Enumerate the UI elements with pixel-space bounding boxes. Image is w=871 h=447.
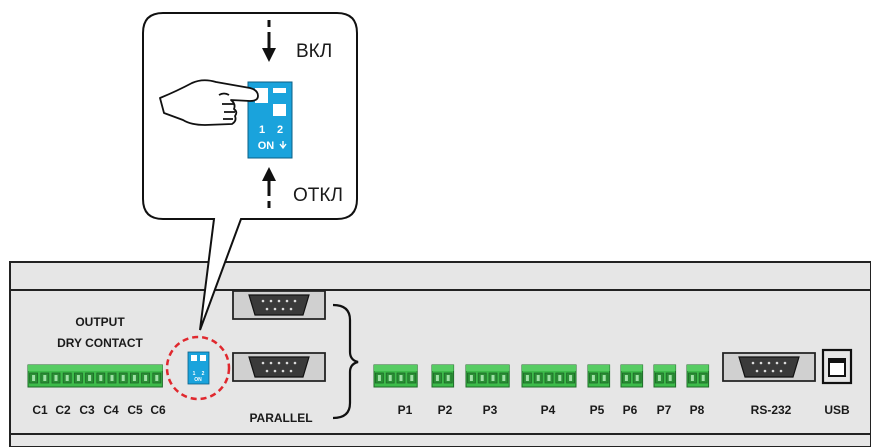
terminal-screw-slot — [32, 375, 36, 381]
port-terminal-2[interactable] — [431, 364, 455, 388]
port-labels: P1 P2 P3 P4 P5 P6 P7 P8 — [398, 403, 705, 417]
terminal-screw-slot — [54, 375, 58, 381]
terminal-screw-slot — [399, 375, 403, 381]
port-terminal-blocks — [373, 364, 710, 388]
terminal-screw-slot — [155, 375, 159, 381]
port-terminal-1[interactable] — [373, 364, 418, 388]
switch-number-2: 2 — [277, 124, 283, 136]
output-title: OUTPUT — [75, 315, 125, 329]
usb-b-port-icon[interactable] — [821, 348, 853, 385]
terminal-screw-slot — [536, 375, 540, 381]
hand-icon — [159, 79, 259, 126]
terminal-screw-slot — [469, 375, 473, 381]
terminal-screw-slot — [121, 375, 125, 381]
parallel-bracket — [332, 303, 359, 420]
terminal-screw-slot — [388, 375, 392, 381]
terminal-screw-slot — [65, 375, 69, 381]
dry-contact-title: DRY CONTACT — [57, 336, 143, 350]
panel-switch-number-2: 2 — [202, 371, 205, 377]
port-label-p1: P1 — [398, 403, 413, 417]
switch-on-text: ON — [258, 140, 275, 152]
terminal-screw-slot — [701, 375, 705, 381]
terminal-screw-slot — [76, 375, 80, 381]
terminal-screw-slot — [144, 375, 148, 381]
output-channel-labels: C1 C2 C3 C4 C5 C6 — [32, 403, 166, 417]
terminal-screw-slot — [602, 375, 606, 381]
on-label: ВКЛ — [296, 41, 332, 62]
rs232-connector-icon[interactable] — [722, 352, 816, 382]
terminal-screw-slot — [491, 375, 495, 381]
port-label-p6: P6 — [623, 403, 638, 417]
terminal-screw-slot — [525, 375, 529, 381]
db9-connector-icon[interactable] — [232, 290, 326, 320]
port-label-p4: P4 — [541, 403, 556, 417]
panel-switch-number-1: 1 — [193, 371, 196, 377]
port-terminal-4[interactable] — [521, 364, 577, 388]
arrow-down-icon — [262, 20, 276, 62]
port-terminal-3[interactable] — [465, 364, 510, 388]
terminal-screw-slot — [635, 375, 639, 381]
port-label-p2: P2 — [438, 403, 453, 417]
terminal-screw-slot — [43, 375, 47, 381]
terminal-top — [466, 365, 510, 371]
terminal-screw-slot — [502, 375, 506, 381]
terminal-screw-slot — [569, 375, 573, 381]
panel-dip-switch[interactable]: 1 2 ON — [187, 351, 210, 385]
channel-label-c3: C3 — [79, 403, 95, 417]
channel-label-c2: C2 — [55, 403, 71, 417]
arrow-up-icon — [262, 167, 276, 208]
terminal-screw-slot — [624, 375, 628, 381]
terminal-screw-slot — [668, 375, 672, 381]
channel-label-c1: C1 — [32, 403, 48, 417]
terminal-screw-slot — [591, 375, 595, 381]
channel-label-c6: C6 — [150, 403, 166, 417]
output-terminal-connector[interactable] — [27, 364, 163, 388]
switch-on-arrow-icon — [279, 141, 287, 150]
port-terminal-7[interactable] — [653, 364, 677, 388]
terminal-screw-slot — [690, 375, 694, 381]
terminal-screw-slot — [410, 375, 414, 381]
terminal-screw-slot — [446, 375, 450, 381]
channel-label-c5: C5 — [127, 403, 143, 417]
port-label-p7: P7 — [657, 403, 672, 417]
terminal-top — [374, 365, 418, 371]
parallel-label: PARALLEL — [249, 411, 312, 425]
port-terminal-8[interactable] — [686, 364, 710, 388]
terminal-screw-slot — [558, 375, 562, 381]
terminal-screw-slot — [377, 375, 381, 381]
channel-label-c4: C4 — [103, 403, 119, 417]
terminal-top — [522, 365, 576, 371]
terminal-screw-slot — [547, 375, 551, 381]
usb-label: USB — [824, 403, 850, 417]
port-label-p5: P5 — [590, 403, 605, 417]
terminal-screw-slot — [435, 375, 439, 381]
terminal-screw-slot — [99, 375, 103, 381]
port-terminal-5[interactable] — [587, 364, 611, 388]
terminal-screw-slot — [132, 375, 136, 381]
terminal-top — [654, 365, 676, 371]
terminal-top — [432, 365, 454, 371]
terminal-top — [687, 365, 709, 371]
rs232-label: RS-232 — [751, 403, 792, 417]
output-terminal-block — [27, 364, 163, 388]
off-label: ОТКЛ — [293, 185, 343, 206]
panel-switch-on-text: ON — [194, 377, 202, 383]
switch-number-1: 1 — [259, 124, 265, 136]
terminal-screw-slot — [657, 375, 661, 381]
db9-connector-icon[interactable] — [232, 352, 326, 382]
highlight-circle — [165, 335, 231, 401]
terminal-screw-slot — [110, 375, 114, 381]
port-label-p8: P8 — [690, 403, 705, 417]
terminal-top — [588, 365, 610, 371]
terminal-screw-slot — [88, 375, 92, 381]
port-terminal-6[interactable] — [620, 364, 644, 388]
port-label-p3: P3 — [483, 403, 498, 417]
terminal-top — [621, 365, 643, 371]
terminal-top — [28, 365, 163, 371]
terminal-screw-slot — [480, 375, 484, 381]
